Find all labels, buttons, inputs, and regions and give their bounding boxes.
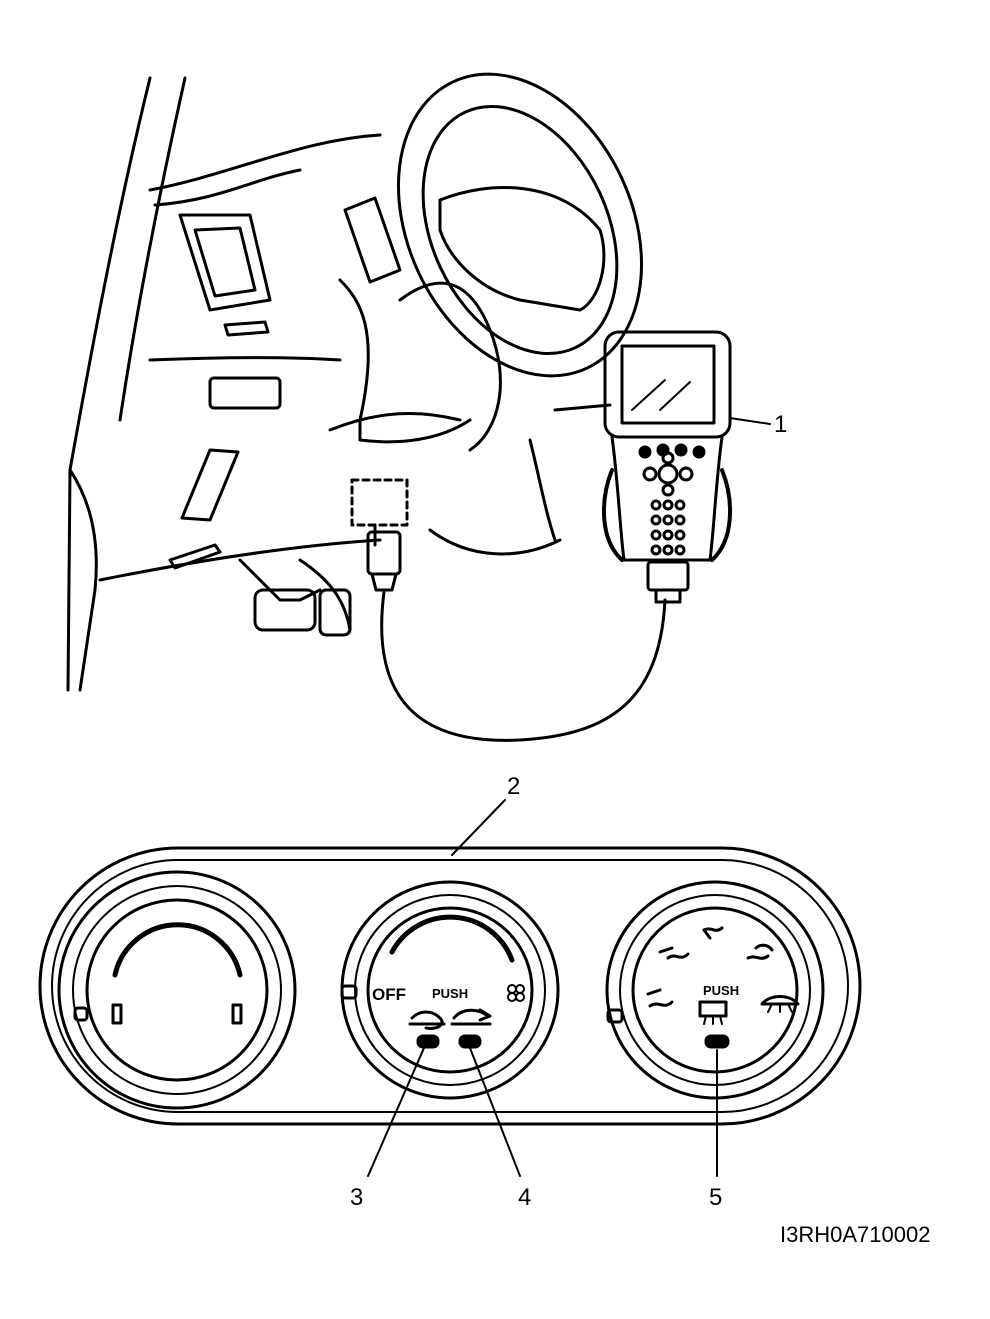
- fan-dial: [340, 880, 560, 1100]
- defroster-icon: [760, 995, 800, 1013]
- steering-wheel-icon: [396, 72, 644, 378]
- dashboard-illustration: [66, 76, 667, 742]
- brake-pedal: [253, 588, 317, 632]
- figure-id: I3RH0A710002: [780, 1222, 931, 1247]
- foot-icon: [646, 988, 674, 1008]
- fan-icon: [507, 984, 525, 1002]
- fresh-air-button[interactable]: [458, 1034, 482, 1049]
- leader-line-4: [469, 1047, 521, 1177]
- callout-4: 4: [518, 1184, 532, 1211]
- dlc-location: [350, 478, 409, 527]
- side-vent: [178, 213, 272, 312]
- accelerator-pedal: [318, 588, 352, 637]
- dlc-connector-icon: [366, 530, 402, 576]
- push-label-mode: PUSH: [703, 983, 739, 998]
- off-label: OFF: [372, 985, 406, 1004]
- recirculation-button[interactable]: [416, 1034, 440, 1049]
- callout-3: 3: [350, 1184, 364, 1211]
- callout-5: 5: [709, 1184, 723, 1211]
- mode-dial: [605, 880, 825, 1100]
- recirculation-icon: [408, 1010, 446, 1030]
- rear-defogger-button[interactable]: [704, 1034, 730, 1049]
- switch-panel: [208, 376, 282, 410]
- rear-defogger-icon: [698, 1000, 728, 1025]
- scan-tool-icon: [602, 330, 732, 604]
- callout-2: 2: [507, 773, 521, 800]
- tester-cable: [380, 590, 667, 742]
- vent-face-icon: [702, 926, 724, 940]
- heater-control-panel: [38, 846, 862, 1126]
- push-label-fan: PUSH: [432, 986, 468, 1001]
- leader-line-3: [367, 1047, 425, 1177]
- foot-defrost-icon: [746, 943, 774, 960]
- callout-1: 1: [774, 411, 788, 438]
- fresh-air-icon: [450, 1008, 492, 1026]
- leader-line-2: [451, 799, 506, 856]
- temperature-dial: [57, 870, 297, 1110]
- bi-level-icon: [658, 946, 690, 960]
- leader-line-1: [729, 417, 771, 425]
